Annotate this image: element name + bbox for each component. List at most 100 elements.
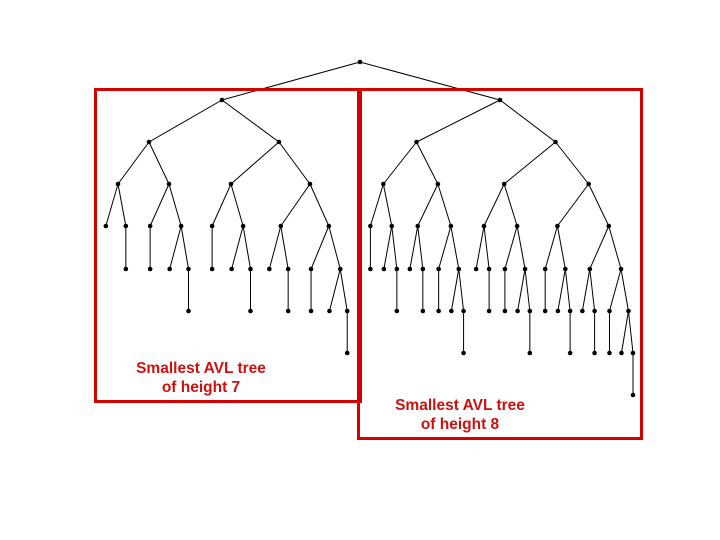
tree-node bbox=[219, 97, 225, 103]
tree-node bbox=[567, 350, 573, 356]
tree-node bbox=[436, 308, 441, 314]
tree-node bbox=[435, 181, 441, 187]
tree-node bbox=[586, 181, 591, 187]
tree-node bbox=[481, 223, 487, 229]
tree-edge bbox=[450, 268, 460, 312]
tree-node bbox=[567, 308, 573, 314]
tree-edge bbox=[581, 268, 591, 312]
tree-edge bbox=[417, 225, 424, 270]
tree-edge bbox=[517, 268, 526, 312]
tree-edge bbox=[230, 141, 280, 185]
tree-node bbox=[327, 308, 332, 314]
tree-node bbox=[344, 350, 350, 356]
tree-node bbox=[555, 308, 561, 314]
tree-node bbox=[186, 266, 191, 272]
tree-edge bbox=[168, 183, 182, 227]
tree-node bbox=[389, 223, 395, 229]
tree-edge bbox=[221, 99, 280, 143]
tree-node bbox=[607, 350, 612, 356]
tree-node bbox=[228, 181, 234, 187]
tree-edge bbox=[230, 183, 244, 227]
tree-node bbox=[522, 266, 528, 272]
tree-edge bbox=[221, 61, 361, 101]
tree-node bbox=[473, 266, 479, 272]
tree-edge bbox=[450, 225, 460, 270]
tree-edges bbox=[105, 61, 634, 395]
tree-node bbox=[267, 266, 272, 272]
tree-node bbox=[501, 181, 507, 187]
tree-edge bbox=[609, 268, 622, 312]
tree-edge bbox=[555, 141, 590, 185]
tree-node bbox=[606, 223, 612, 229]
tree-edge bbox=[557, 268, 566, 312]
tree-edge bbox=[458, 268, 465, 312]
tree-edge bbox=[242, 225, 251, 270]
tree-node bbox=[414, 139, 419, 145]
tree-edge bbox=[416, 141, 439, 185]
tree-node bbox=[448, 223, 454, 229]
tree-edge bbox=[309, 183, 330, 227]
tree-node bbox=[607, 308, 612, 314]
tree-edge bbox=[382, 141, 417, 185]
tree-node bbox=[344, 308, 350, 314]
tree-edge bbox=[588, 183, 610, 227]
tree-node bbox=[186, 308, 191, 314]
tree-node bbox=[248, 308, 253, 314]
tree-node bbox=[630, 392, 636, 398]
tree-node bbox=[307, 181, 313, 187]
tree-node bbox=[209, 223, 215, 229]
tree-node bbox=[240, 223, 246, 229]
tree-node bbox=[563, 266, 568, 272]
tree-node bbox=[115, 181, 121, 187]
tree-node bbox=[209, 266, 215, 272]
tree-nodes bbox=[103, 59, 636, 398]
tree-edge bbox=[280, 183, 311, 227]
tree-edge bbox=[310, 225, 330, 270]
height-8-subtree-highlight bbox=[357, 88, 643, 440]
tree-edge bbox=[383, 225, 393, 270]
tree-node bbox=[527, 308, 533, 314]
tree-node bbox=[542, 266, 548, 272]
tree-node bbox=[436, 266, 441, 272]
tree-node bbox=[587, 266, 593, 272]
tree-node bbox=[592, 308, 597, 314]
tree-node bbox=[456, 266, 462, 272]
tree-edge bbox=[231, 225, 244, 270]
tree-edge bbox=[105, 183, 119, 227]
tree-node bbox=[167, 266, 172, 272]
tree-node bbox=[497, 97, 503, 103]
tree-edge bbox=[556, 225, 566, 270]
tree-edge bbox=[328, 268, 341, 312]
tree-edge bbox=[544, 225, 558, 270]
tree-edge bbox=[382, 183, 393, 227]
tree-edge bbox=[417, 183, 439, 227]
tree-node bbox=[368, 266, 373, 272]
tree-edge bbox=[524, 268, 531, 312]
tree-edge bbox=[620, 268, 629, 312]
tree-node bbox=[147, 266, 153, 272]
tree-edge bbox=[328, 225, 341, 270]
tree-edge bbox=[620, 310, 629, 354]
tree-edge bbox=[516, 225, 526, 270]
tree-node bbox=[308, 266, 314, 272]
tree-node bbox=[502, 266, 508, 272]
tree-node bbox=[407, 266, 413, 272]
tree-node bbox=[248, 266, 253, 272]
tree-edge bbox=[339, 268, 348, 312]
tree-edge bbox=[278, 141, 311, 185]
tree-edge bbox=[589, 225, 610, 270]
tree-edge bbox=[268, 225, 282, 270]
tree-edge bbox=[148, 99, 223, 143]
tree-node bbox=[178, 223, 184, 229]
tree-node bbox=[381, 266, 387, 272]
tree-edge bbox=[391, 225, 398, 270]
tree-node bbox=[461, 350, 466, 356]
tree-node bbox=[618, 266, 624, 272]
tree-edge bbox=[438, 225, 452, 270]
tree-node bbox=[449, 308, 454, 314]
tree-edge bbox=[211, 183, 232, 227]
tree-node bbox=[542, 308, 548, 314]
tree-node bbox=[486, 266, 492, 272]
tree-edge bbox=[437, 183, 452, 227]
tree-node bbox=[486, 308, 492, 314]
